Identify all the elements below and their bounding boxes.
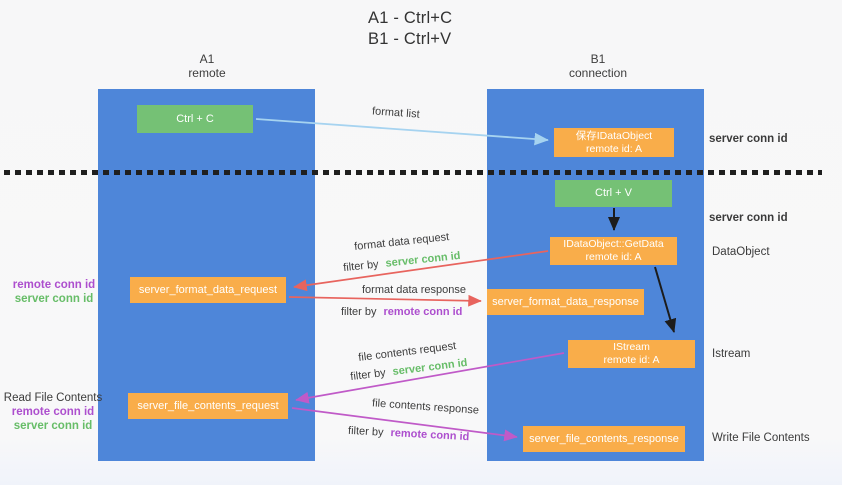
filter-by-text: filter by bbox=[342, 258, 380, 275]
server-conn-id-annotation-mid-right: server conn id bbox=[709, 212, 788, 224]
server-conn-id-text: server conn id bbox=[384, 249, 462, 270]
read-file-contents-annotation: Read File Contents bbox=[3, 392, 103, 404]
server-format-data-request-label: server_format_data_request bbox=[138, 283, 278, 296]
server-conn-id-text: server conn id bbox=[391, 356, 469, 378]
save-idataobject-box: 保存IDataObject remote id: A bbox=[554, 128, 674, 157]
title-line-a1: A1 - Ctrl+C bbox=[368, 9, 453, 27]
idataobject-getdata-box: IDataObject::GetData remote id: A bbox=[550, 237, 677, 265]
server-format-data-request-box: server_format_data_request bbox=[130, 277, 286, 303]
filter-by-text: filter by bbox=[349, 366, 387, 384]
filter-by-remote-conn-id-label-2: filter by remote conn id bbox=[348, 425, 470, 443]
server-format-data-response-box: server_format_data_response bbox=[487, 289, 644, 315]
remote-conn-id-text: remote conn id bbox=[383, 306, 463, 318]
lane-right-name: B1 bbox=[590, 52, 606, 66]
remote-conn-id-annotation-bottom-left: remote conn id bbox=[11, 406, 95, 418]
istream-line1: IStream bbox=[613, 341, 650, 353]
server-format-data-response-label: server_format_data_response bbox=[492, 295, 639, 308]
title-line-b1: B1 - Ctrl+V bbox=[368, 30, 452, 48]
filter-by-text: filter by bbox=[341, 306, 377, 318]
diagram-title: A1 - Ctrl+C B1 - Ctrl+V bbox=[368, 8, 452, 50]
left-conn-id-annotation-group-bottom: Read File Contents remote conn id server… bbox=[0, 391, 106, 433]
dotted-divider-line bbox=[4, 170, 822, 175]
dataobject-annotation: DataObject bbox=[712, 246, 770, 258]
format-data-request-label: format data request bbox=[353, 231, 450, 253]
filter-by-text: filter by bbox=[347, 424, 384, 439]
istream-line2: remote id: A bbox=[603, 354, 660, 366]
server-file-contents-request-box: server_file_contents_request bbox=[128, 393, 288, 419]
format-data-response-arrow bbox=[288, 294, 482, 307]
ctrl-v-box: Ctrl + V bbox=[555, 180, 672, 207]
format-list-label: format list bbox=[371, 105, 421, 121]
filter-by-server-conn-id-label-1: filter by server conn id bbox=[343, 250, 461, 274]
remote-conn-id-annotation-top-left: remote conn id bbox=[12, 279, 96, 291]
lane-header-right: B1 connection bbox=[518, 52, 678, 80]
idataobject-getdata-line2: remote id: A bbox=[585, 251, 642, 263]
lane-header-left: A1 remote bbox=[127, 52, 287, 80]
format-data-response-label: format data response bbox=[362, 284, 466, 296]
server-conn-id-annotation-top-left: server conn id bbox=[14, 293, 94, 305]
lane-left-name: A1 bbox=[199, 52, 215, 66]
lane-left-role: remote bbox=[188, 65, 226, 80]
server-file-contents-response-box: server_file_contents_response bbox=[523, 426, 685, 452]
server-file-contents-response-label: server_file_contents_response bbox=[529, 432, 679, 445]
lane-right-role: connection bbox=[568, 65, 628, 80]
server-conn-id-annotation-bottom-left: server conn id bbox=[13, 420, 93, 432]
idataobject-getdata-line1: IDataObject::GetData bbox=[563, 238, 664, 250]
filter-by-remote-conn-id-label-1: filter by remote conn id bbox=[341, 306, 462, 318]
ctrl-v-label: Ctrl + V bbox=[595, 187, 632, 199]
server-conn-id-annotation-top-right: server conn id bbox=[709, 133, 788, 145]
left-conn-id-annotation-group-top: remote conn id server conn id bbox=[4, 278, 104, 306]
save-idataobject-line2: remote id: A bbox=[585, 142, 643, 155]
save-idataobject-line1: 保存IDataObject bbox=[575, 129, 653, 142]
ctrl-c-box: Ctrl + C bbox=[137, 105, 253, 133]
istream-annotation: Istream bbox=[712, 348, 751, 360]
file-contents-response-label: file contents response bbox=[371, 397, 480, 417]
remote-conn-id-text: remote conn id bbox=[390, 427, 470, 444]
istream-box: IStream remote id: A bbox=[568, 340, 695, 368]
server-file-contents-request-label: server_file_contents_request bbox=[137, 399, 279, 412]
ctrl-c-label: Ctrl + C bbox=[176, 112, 214, 125]
write-file-contents-annotation: Write File Contents bbox=[712, 432, 810, 444]
